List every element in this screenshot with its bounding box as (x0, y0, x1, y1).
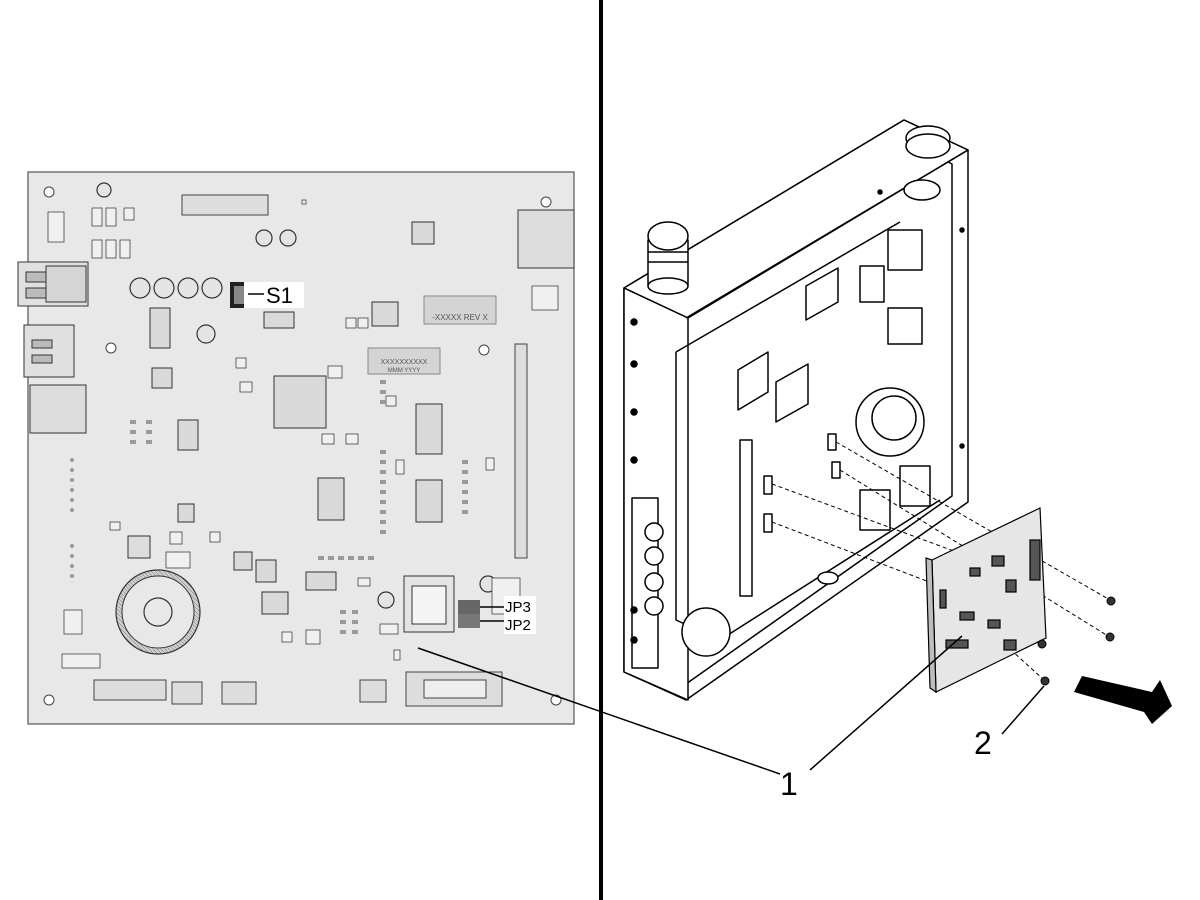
usb-port-lower (23, 324, 75, 378)
callout-screw: 2 (974, 725, 992, 761)
jumper-jp3: JP3 (458, 596, 536, 616)
switch-s1: S1 (230, 282, 304, 308)
rj-jack-bottom (403, 575, 455, 633)
jumper-jp3-label: JP3 (505, 599, 531, 616)
usb-port-upper (17, 261, 89, 307)
passive-dots (70, 380, 468, 634)
buzzer-gear (115, 569, 201, 655)
silkscreen-serial-label: XXXXXXXXXX MMM YYYY (367, 347, 441, 375)
right-edge-connector (517, 209, 575, 269)
ethernet-jack (29, 384, 87, 434)
capacitor-row (96, 182, 497, 609)
serial-line-1: XXXXXXXXXX (381, 359, 428, 366)
mounting-standoffs (763, 433, 841, 533)
callout-board: 1 (780, 766, 798, 802)
control-board-outline (27, 171, 575, 725)
jumper-jp2: JP2 (458, 614, 536, 634)
knob (647, 221, 689, 295)
switch-s1-label: S1 (266, 283, 293, 308)
mounting-holes (43, 186, 562, 706)
serial-line-2: MMM YYYY (388, 368, 421, 374)
pin-header-right (514, 343, 528, 559)
screws (1037, 596, 1116, 686)
insertion-arrow (1074, 676, 1172, 724)
replacement-board (925, 507, 1047, 694)
jumper-jp2-label: JP2 (505, 617, 531, 634)
silkscreen-rev-label: -XXXXX REV X (423, 295, 497, 325)
frame-holes (630, 189, 965, 644)
square-button (127, 535, 151, 559)
housing-view (623, 119, 969, 701)
housing-components (681, 229, 931, 657)
rev-text: -XXXXX REV X (432, 313, 488, 322)
header-top (93, 194, 503, 707)
leader-lines (417, 635, 1045, 775)
control-board-view: -XXXXX REV X XXXXXXXXXX MMM YYYY (17, 171, 575, 725)
integrated-circuits (149, 221, 443, 615)
